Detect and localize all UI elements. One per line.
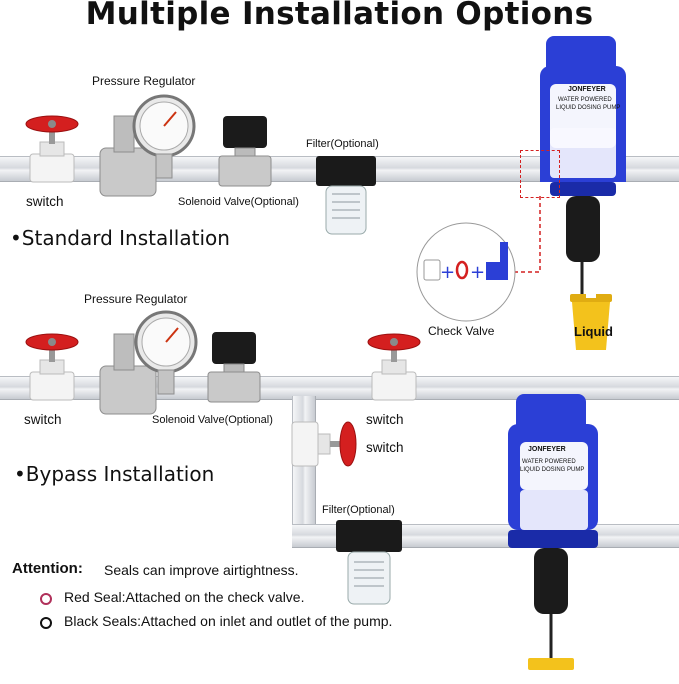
attention-text: Seals can improve airtightness. xyxy=(104,562,299,578)
filter-icon xyxy=(336,520,402,605)
standard-filter-label: Filter(Optional) xyxy=(306,138,379,150)
bypass-installation-heading: •Bypass Installation xyxy=(14,462,215,486)
bypass-switch-right-label: switch xyxy=(366,412,404,427)
black-seal-note: Black Seals:Attached on inlet and outlet… xyxy=(64,613,393,629)
filter-icon xyxy=(316,156,376,235)
bypass-switch-branch-label: switch xyxy=(366,440,404,455)
switch-valve-icon xyxy=(291,421,357,467)
switch-valve-icon xyxy=(25,115,79,183)
liquid-bucket-icon xyxy=(570,292,612,350)
black-seal-icon xyxy=(40,617,52,629)
bypass-pump-line1: WATER POWERED xyxy=(522,459,576,465)
solenoid-valve-icon xyxy=(218,116,272,187)
bypass-pump-brand: JONFEYER xyxy=(528,446,566,453)
svg-text:+: + xyxy=(440,262,455,283)
standard-pump-line2: LIQUID DOSING PUMP xyxy=(556,105,621,111)
red-seal-note: Red Seal:Attached on the check valve. xyxy=(64,589,305,605)
standard-pump-brand: JONFEYER xyxy=(568,86,606,93)
bypass-filter-label: Filter(Optional) xyxy=(322,504,395,516)
standard-pump-line1: WATER POWERED xyxy=(558,97,612,103)
switch-valve-icon xyxy=(367,333,421,401)
switch-valve-icon xyxy=(25,333,79,401)
standard-pressure-regulator-label: Pressure Regulator xyxy=(92,74,196,88)
pressure-regulator-icon xyxy=(99,310,198,415)
bypass-solenoid-label: Solenoid Valve(Optional) xyxy=(152,414,273,426)
dosing-pump-icon xyxy=(508,394,598,670)
red-seal-icon xyxy=(40,593,52,605)
svg-text:+: + xyxy=(470,262,485,283)
dosing-pump-icon xyxy=(540,36,626,304)
liquid-label: Liquid xyxy=(574,324,613,339)
check-valve-detail-icon: + + xyxy=(416,222,516,322)
standard-switch-label: switch xyxy=(26,194,64,209)
pressure-regulator-icon xyxy=(99,94,196,197)
page-title: Multiple Installation Options xyxy=(85,0,594,32)
standard-solenoid-label: Solenoid Valve(Optional) xyxy=(178,196,299,208)
check-valve-label: Check Valve xyxy=(428,324,495,338)
dashed-connector xyxy=(510,196,541,273)
solenoid-valve-icon xyxy=(207,332,261,403)
check-valve-highlight-box xyxy=(520,150,560,198)
bypass-pressure-regulator-label: Pressure Regulator xyxy=(84,292,188,306)
attention-label: Attention: xyxy=(12,560,83,577)
standard-installation-heading: •Standard Installation xyxy=(10,226,230,250)
bypass-switch-left-label: switch xyxy=(24,412,62,427)
bypass-pump-line2: LIQUID DOSING PUMP xyxy=(520,467,585,473)
